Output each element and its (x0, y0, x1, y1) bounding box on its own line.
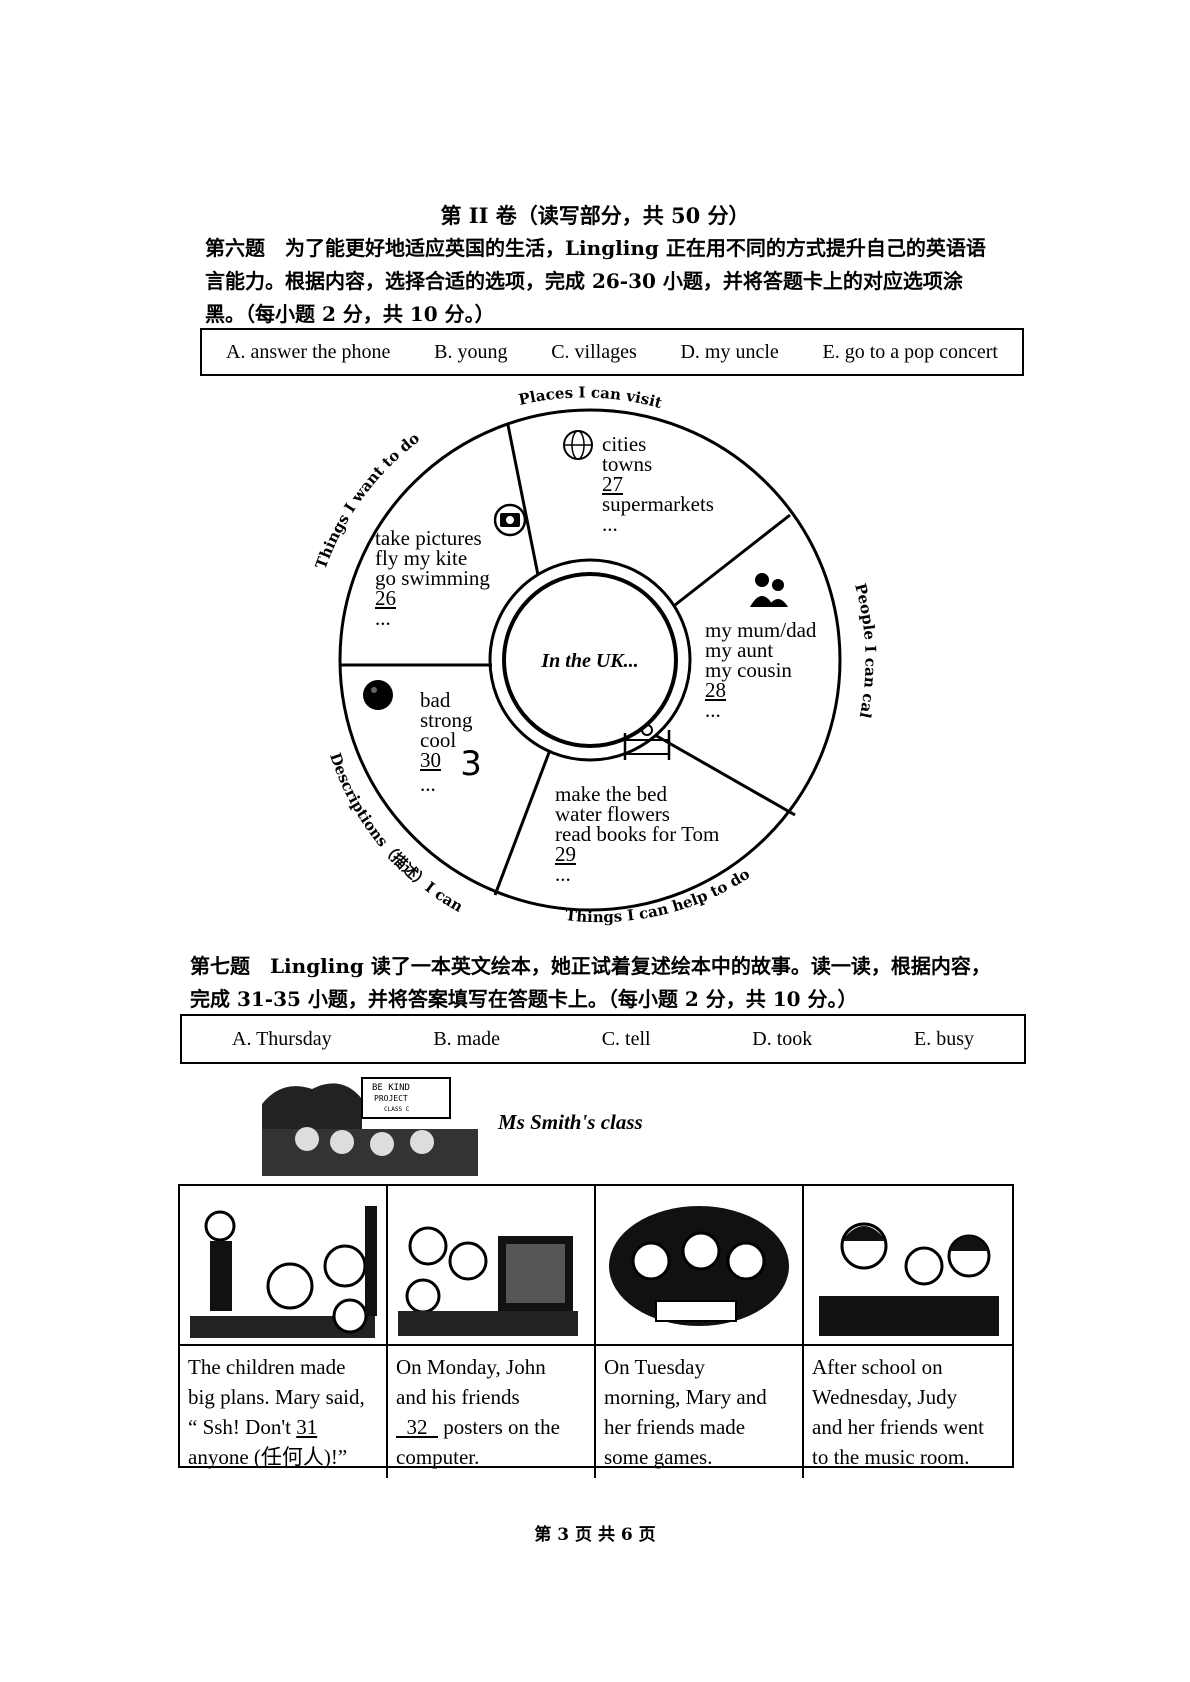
option-b: B. young (434, 340, 508, 363)
panel-2-picture (388, 1186, 596, 1346)
section6-instruction: 第六题 为了能更好地适应英国的生活，Lingling 正在用不同的方式提升自己的… (205, 236, 986, 326)
wheel-center-text: In the UK... (540, 650, 638, 672)
handwritten-answer: 3 (460, 744, 482, 784)
panel-4-picture (804, 1186, 1012, 1346)
option-e: E. busy (913, 1027, 974, 1050)
panel-2-text: On Monday, John and his friends 32 poste… (388, 1346, 596, 1478)
blank-30[interactable]: 30 (420, 748, 441, 772)
section7-instruction: 第七题 Lingling 读了一本英文绘本，她正试着复述绘本中的故事。读一读，根… (190, 954, 991, 1011)
wheel-outer-ring (338, 408, 842, 912)
paper-part-title: 第 II 卷（读写部分，共 50 分） (440, 203, 750, 228)
people-icon (750, 573, 788, 607)
segment-label-places: Places I can visit (517, 383, 664, 412)
option-b: B. made (433, 1027, 500, 1050)
svg-text:PROJECT: PROJECT (374, 1094, 408, 1103)
svg-text:CLASS C: CLASS C (384, 1106, 410, 1113)
blank-32[interactable]: 32 (406, 1415, 428, 1439)
ball-icon (363, 680, 393, 710)
segment-descriptions-list: bad strong cool 30 3 ... (420, 688, 482, 796)
option-d: D. took (752, 1027, 813, 1050)
panel-3-text: On Tuesday morning, Mary and her friends… (596, 1346, 804, 1478)
class-banner-picture: BE KIND PROJECT CLASS C (262, 1074, 478, 1176)
panel-3-picture (596, 1186, 804, 1346)
option-c: C. tell (601, 1027, 651, 1050)
option-a: A. answer the phone (226, 340, 391, 363)
class-label: Ms Smith's class (498, 1110, 643, 1134)
option-e: E. go to a pop concert (822, 340, 998, 363)
blank-31[interactable]: 31 (296, 1415, 318, 1439)
wheel-inner-ring (488, 558, 692, 762)
svg-text:BE KIND: BE KIND (372, 1083, 410, 1093)
blank-27[interactable]: 27 (602, 472, 623, 496)
blank-26[interactable]: 26 (375, 586, 396, 610)
segment-places-list: cities towns 27 supermarkets ... (602, 432, 714, 536)
globe-icon (563, 430, 593, 460)
section6-options-box: A. answer the phone B. young C. villages… (200, 328, 1024, 376)
camera-icon (493, 503, 527, 537)
segment-help-list: make the bed water flowers read books fo… (555, 782, 720, 886)
option-a: A. Thursday (232, 1027, 332, 1050)
in-the-uk-wheel-diagram: Places I can visit People I can call Thi… (300, 375, 880, 926)
panel-1-text: The children made big plans. Mary said, … (180, 1346, 388, 1478)
option-c: C. villages (551, 340, 637, 363)
story-panels-grid: The children made big plans. Mary said, … (178, 1184, 1014, 1478)
blank-28[interactable]: 28 (705, 678, 726, 702)
section7-options-box: A. Thursday B. made C. tell D. took E. b… (180, 1014, 1026, 1064)
panel-4-text: After school on Wednesday, Judy and her … (812, 1355, 985, 1469)
segment-want-list: take pictures fly my kite go swimming 26… (375, 526, 490, 630)
page-number: 第 3 页 共 6 页 (534, 1525, 656, 1545)
bed-icon (623, 724, 671, 760)
blank-29[interactable]: 29 (555, 842, 576, 866)
panel-1-picture (180, 1186, 388, 1346)
option-d: D. my uncle (680, 340, 779, 363)
wheel-center-ring (502, 572, 678, 748)
segment-people-list: my mum/dad my aunt my cousin 28 ... (705, 618, 817, 722)
